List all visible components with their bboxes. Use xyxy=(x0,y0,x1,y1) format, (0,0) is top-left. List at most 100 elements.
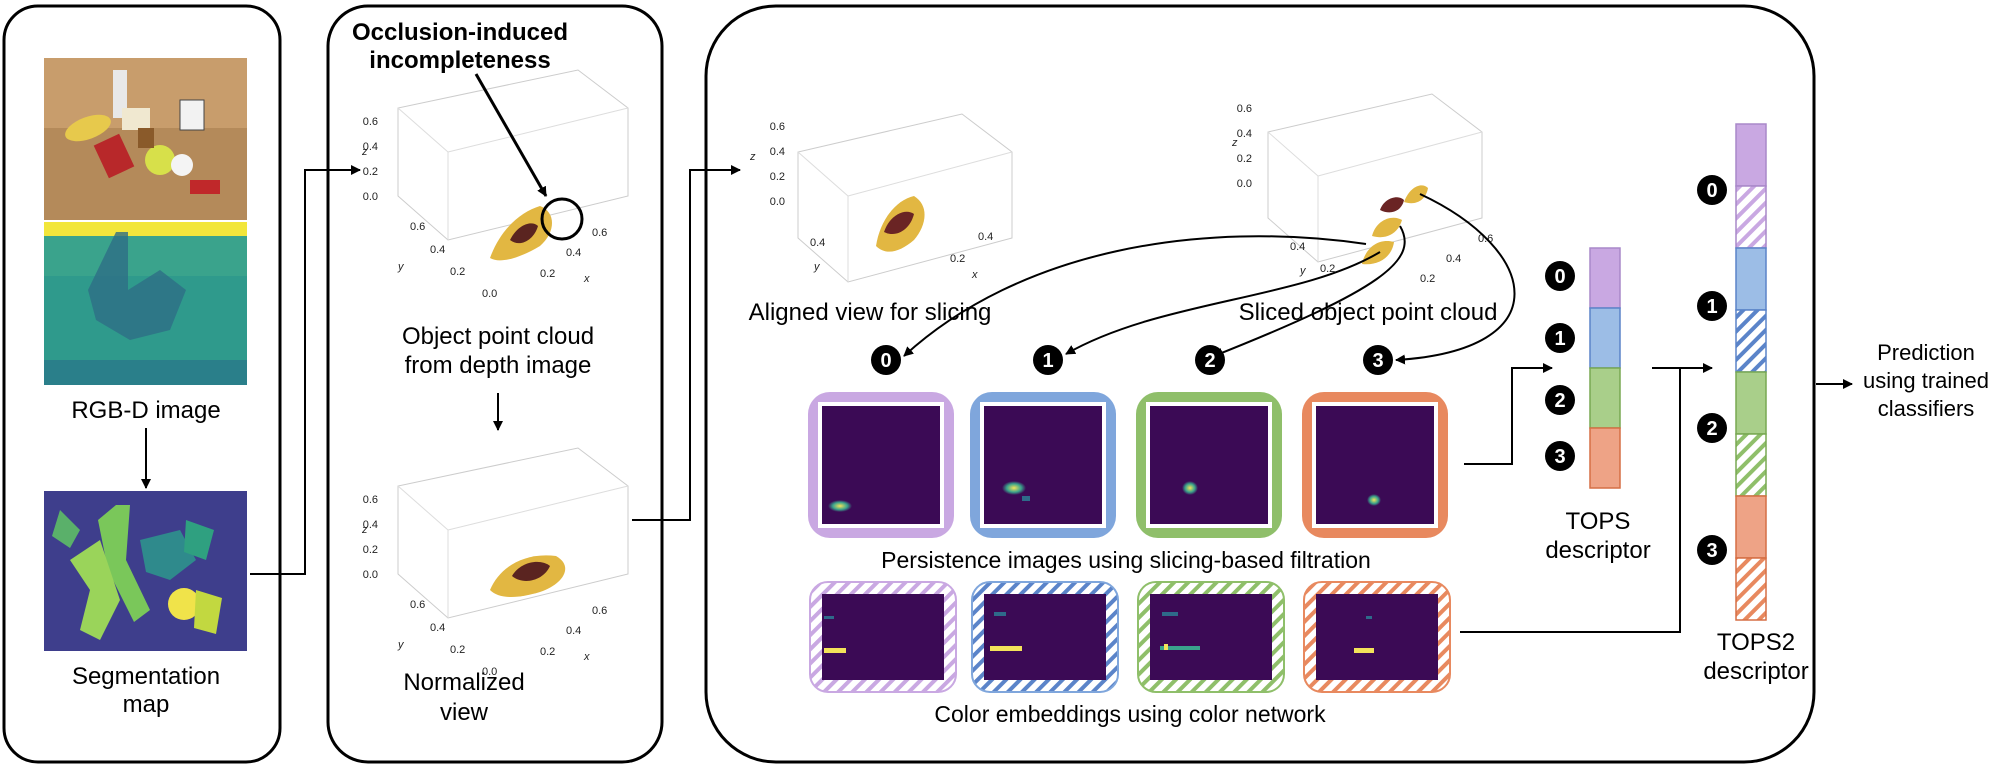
svg-text:0.6: 0.6 xyxy=(363,494,378,506)
pointcloud-panel xyxy=(326,4,664,764)
svg-text:0.4: 0.4 xyxy=(566,247,581,259)
svg-text:x: x xyxy=(583,651,590,663)
svg-text:0.6: 0.6 xyxy=(770,121,785,133)
tops-badge-2: 2 xyxy=(1545,385,1575,415)
svg-text:z: z xyxy=(361,146,368,158)
svg-text:0.6: 0.6 xyxy=(410,599,425,611)
svg-text:2: 2 xyxy=(1554,390,1565,412)
plot3d-object-pointcloud: 0.6 0.4 0.2 0.0 z 0.6 0.4 0.2 0.0 y 0.2 … xyxy=(361,69,629,300)
svg-text:0.0: 0.0 xyxy=(363,569,378,581)
svg-text:0.4: 0.4 xyxy=(566,625,581,637)
color-embedding-label: Color embeddings using color network xyxy=(934,701,1326,727)
svg-text:2: 2 xyxy=(1706,418,1717,440)
tops-label-line2: descriptor xyxy=(1545,537,1650,564)
svg-text:3: 3 xyxy=(1372,350,1383,372)
svg-text:1: 1 xyxy=(1706,296,1717,318)
occlusion-label-line2: incompleteness xyxy=(369,47,550,74)
norm-label-line1: Normalized xyxy=(403,669,524,696)
prediction-label-line1: Prediction xyxy=(1877,340,1975,365)
svg-text:0.2: 0.2 xyxy=(540,268,555,280)
svg-text:0.0: 0.0 xyxy=(1237,178,1252,190)
svg-text:0.2: 0.2 xyxy=(1320,263,1335,275)
slice-badge-3: 3 xyxy=(1363,345,1393,375)
svg-text:0.2: 0.2 xyxy=(363,166,378,178)
arrow-occlusion xyxy=(474,73,548,197)
norm-label-line2: view xyxy=(440,699,489,726)
seg-label-line1: Segmentation xyxy=(72,663,220,690)
svg-text:0.2: 0.2 xyxy=(1237,153,1252,165)
svg-text:0.4: 0.4 xyxy=(978,231,993,243)
tops2-badge-1: 1 xyxy=(1697,291,1727,321)
persistence-image-3 xyxy=(1302,392,1448,538)
svg-text:y: y xyxy=(397,639,405,651)
tops2-badge-3: 3 xyxy=(1697,535,1727,565)
svg-text:0.0: 0.0 xyxy=(363,191,378,203)
tops-descriptor xyxy=(1589,247,1621,489)
svg-text:3: 3 xyxy=(1554,446,1565,468)
svg-text:0.0: 0.0 xyxy=(770,196,785,208)
tops-badge-1: 1 xyxy=(1545,323,1575,353)
sliced-label: Sliced object point cloud xyxy=(1239,299,1498,326)
plot3d-normalized-view: 0.6 0.4 0.2 0.0 z 0.6 0.4 0.2 0.0 y 0.2 … xyxy=(361,447,629,678)
arrow-slice-1 xyxy=(1065,251,1381,355)
svg-text:z: z xyxy=(749,151,756,163)
arrow-slice-3 xyxy=(1395,193,1516,365)
svg-text:0.6: 0.6 xyxy=(592,605,607,617)
tops-badge-0: 0 xyxy=(1545,261,1575,291)
slice-badge-1: 1 xyxy=(1033,345,1063,375)
color-embedding-3 xyxy=(1303,581,1451,693)
svg-text:0.0: 0.0 xyxy=(482,288,497,300)
svg-text:0.6: 0.6 xyxy=(592,227,607,239)
tops2-descriptor xyxy=(1735,123,1767,621)
arrow-normalized-to-slicing xyxy=(632,165,741,521)
svg-text:0.4: 0.4 xyxy=(1290,241,1305,253)
prediction-label-line3: classifiers xyxy=(1878,396,1975,421)
persistence-image-2 xyxy=(1136,392,1282,538)
svg-text:y: y xyxy=(397,261,405,273)
occlusion-circle xyxy=(540,197,584,241)
svg-text:x: x xyxy=(583,273,590,285)
svg-text:z: z xyxy=(361,524,368,536)
persistence-label: Persistence images using slicing-based f… xyxy=(881,547,1371,573)
tops2-label-line1: TOPS2 xyxy=(1717,629,1795,656)
arrow-slice-0 xyxy=(903,235,1367,357)
slice-badge-2: 2 xyxy=(1195,345,1225,375)
segmentation-map xyxy=(44,491,247,651)
tops2-badge-2: 2 xyxy=(1697,413,1727,443)
svg-text:0.4: 0.4 xyxy=(363,519,378,531)
svg-text:0.4: 0.4 xyxy=(810,237,825,249)
svg-text:0: 0 xyxy=(1554,266,1565,288)
svg-text:0.2: 0.2 xyxy=(363,544,378,556)
svg-text:0.4: 0.4 xyxy=(1446,253,1461,265)
occlusion-label-line1: Occlusion-induced xyxy=(352,19,568,46)
svg-text:0.2: 0.2 xyxy=(450,266,465,278)
svg-text:0.4: 0.4 xyxy=(1237,128,1252,140)
seg-label-line2: map xyxy=(123,691,170,718)
arrow-pi-to-tops xyxy=(1464,363,1553,465)
opc-label-line2: from depth image xyxy=(405,352,592,379)
svg-text:0.4: 0.4 xyxy=(430,244,445,256)
svg-text:3: 3 xyxy=(1706,540,1717,562)
svg-text:0.4: 0.4 xyxy=(363,141,378,153)
svg-text:0.6: 0.6 xyxy=(363,116,378,128)
depth-image xyxy=(44,222,247,385)
rgb-photo xyxy=(44,58,247,220)
svg-text:0.0: 0.0 xyxy=(482,666,497,678)
svg-text:0.6: 0.6 xyxy=(410,221,425,233)
color-embedding-0 xyxy=(809,581,957,693)
color-embedding-1 xyxy=(971,581,1119,693)
color-embedding-2 xyxy=(1137,581,1285,693)
plot3d-sliced-view: 0.6 0.4 0.2 0.0 z 0.2 0.4 0.6 0.4 0.2 y xyxy=(1231,93,1493,285)
svg-text:0: 0 xyxy=(1706,180,1717,202)
tops2-badge-0: 0 xyxy=(1697,175,1727,205)
svg-text:0.6: 0.6 xyxy=(1237,103,1252,115)
input-panel xyxy=(2,4,282,764)
tops-label-line1: TOPS xyxy=(1566,508,1631,535)
svg-text:0: 0 xyxy=(880,350,891,372)
arrow-seg-to-pointcloud xyxy=(250,165,361,575)
plot3d-aligned-view: 0.6 0.4 0.2 0.0 z 0.2 0.4 x 0.4 y xyxy=(749,113,1013,283)
tops2-label-line2: descriptor xyxy=(1703,658,1808,685)
svg-text:2: 2 xyxy=(1204,350,1215,372)
aligned-label: Aligned view for slicing xyxy=(749,299,992,326)
